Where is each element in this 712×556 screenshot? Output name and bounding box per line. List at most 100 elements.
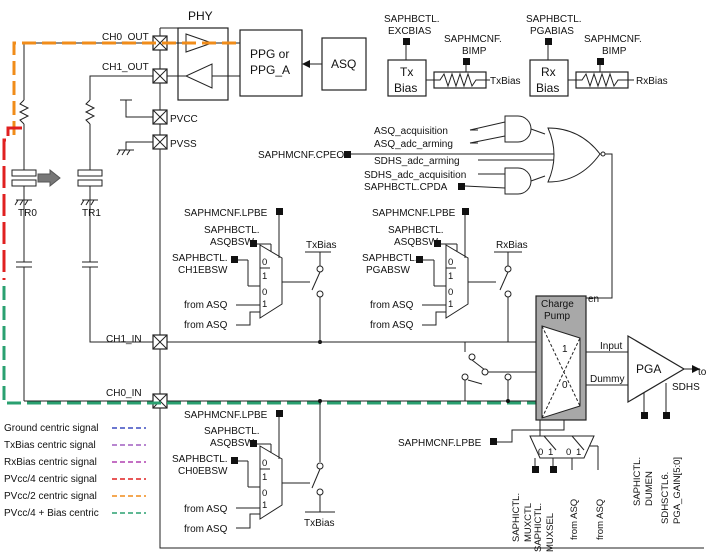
charge-pump-label-1: Charge [541, 299, 574, 310]
svg-text:0: 0 [566, 447, 571, 458]
asqbsw3-reg-1: SAPHBCTL. [204, 426, 260, 437]
ch1ebsw-reg-1: SAPHBCTL. [172, 253, 228, 264]
sdhs-label: SDHS [672, 382, 700, 393]
red-path [2, 126, 22, 280]
dumen-reg-2: DUMEN [644, 471, 655, 506]
pin-pvss: PVSS [116, 134, 197, 156]
ch1ebsw-reg-2: CH1EBSW [178, 265, 228, 276]
tr0-transducer: TR0 [11, 168, 61, 219]
muxctl-reg-2: MUXCTL [523, 503, 534, 542]
muxsel-reg-1: SAPHICTL. [533, 503, 544, 552]
asq-adc-arming-label: ASQ_adc_arming [374, 139, 453, 150]
ppg-label-1: PPG or [250, 47, 289, 61]
pgabsw-reg-1: SAPHBCTL. [362, 253, 418, 264]
ch0-in-label: CH0_IN [106, 388, 142, 399]
bimp-tx-reg-2: BIMP [462, 46, 487, 57]
ch0-out-label: CH0_OUT [102, 32, 149, 43]
svg-text:1: 1 [448, 271, 453, 282]
charge-pump-block: Charge Pump 1 0 Input Dummy [535, 295, 628, 421]
from-asq-1b: from ASQ [184, 320, 228, 331]
cpda-terminal [458, 183, 465, 190]
logic-gates: ASQ_acquisition ASQ_adc_arming SAPHMCNF.… [258, 115, 613, 305]
external-wiring [16, 42, 153, 402]
asqbsw2-reg-1: SAPHBCTL. [388, 225, 444, 236]
svg-text:0: 0 [448, 257, 453, 268]
switch-group-ch1ebsw: SAPHMCNF.LPBE SAPHBCTL. ASQBSW SAPHBCTL.… [172, 208, 337, 344]
svg-text:0: 0 [262, 257, 267, 268]
tx-bias-block: SAPHBCTL. EXCBIAS SAPHMCNF. BIMP Tx Bias… [384, 14, 521, 97]
charge-pump-label-2: Pump [544, 311, 571, 322]
svg-text:1: 1 [262, 271, 267, 282]
pgabias-terminal [545, 38, 552, 45]
from-asq-mux-a: from ASQ [569, 499, 580, 540]
pga-block: PGA to SDHS SAPHICTL. DUMEN SDHSCTL6. PG… [627, 334, 707, 524]
asq-label: ASQ [331, 57, 356, 71]
switch-group-pgabsw: SAPHMCNF.LPBE SAPHBCTL. ASQBSW SAPHBCTL.… [362, 208, 528, 342]
tr0-label: TR0 [18, 208, 37, 219]
dummy-label: Dummy [590, 374, 624, 385]
from-asq-2b: from ASQ [370, 320, 414, 331]
pga-gain-reg-1: SDHSCTL6. [660, 472, 671, 524]
svg-text:0: 0 [262, 458, 267, 469]
pvss-label: PVSS [170, 139, 197, 150]
tx-bias-label-2: Bias [394, 81, 417, 95]
lpbe4-reg: SAPHMCNF.LPBE [398, 438, 482, 449]
input-label: Input [600, 341, 622, 352]
ch1-out-label: CH1_OUT [102, 62, 149, 73]
svg-text:0: 0 [262, 488, 267, 499]
txbias-sw1-label: TxBias [306, 240, 337, 251]
tr1-label: TR1 [82, 208, 101, 219]
ch0ebsw-reg-1: SAPHBCTL. [172, 454, 228, 465]
pgabias-reg-2: PGABIAS [530, 26, 574, 37]
phy-block: PHY [166, 9, 229, 101]
cpeo-reg: SAPHMCNF.CPEO [258, 150, 344, 161]
muxsel-reg-2: MUXSEL [545, 513, 556, 552]
cp-mux-1: 1 [562, 344, 568, 355]
from-asq-mux-b: from ASQ [595, 499, 606, 540]
pgabsw-reg-2: PGABSW [366, 265, 410, 276]
svg-text:1: 1 [262, 472, 267, 483]
lpbe2-reg: SAPHMCNF.LPBE [372, 208, 456, 219]
sdhs-adc-arming-label: SDHS_adc_arming [374, 156, 460, 167]
legend-label-5: PVcc/4 + Bias centric [4, 508, 99, 519]
dumen-reg-1: SAPHICTL. [632, 457, 643, 506]
excbias-reg-1: SAPHBCTL. [384, 14, 440, 25]
wave-arrow-icon [37, 168, 61, 188]
asqbsw2-reg-2: ASQBSW [394, 237, 438, 248]
svg-text:0: 0 [448, 287, 453, 298]
cp-mux-0: 0 [562, 380, 568, 391]
bimp-rx-terminal [597, 58, 604, 65]
pgabias-reg-1: SAPHBCTL. [526, 14, 582, 25]
legend-label-0: Ground centric signal [4, 423, 99, 434]
green-path [2, 286, 536, 405]
bimp-tx-terminal [463, 58, 470, 65]
legend-label-1: TxBias centric signal [4, 440, 96, 451]
bimp-tx-reg-1: SAPHMCNF. [444, 34, 502, 45]
svg-text:1: 1 [576, 447, 581, 458]
ppg-label-2: PPG_A [250, 63, 290, 77]
sdhs-adc-acquisition-label: SDHS_adc_acquisition [364, 170, 466, 181]
from-asq-3a: from ASQ [184, 504, 228, 515]
pin-ch0-out: CH0_OUT [102, 32, 168, 51]
svg-text:1: 1 [262, 500, 267, 511]
legend-label-2: RxBias centric signal [4, 457, 97, 468]
rxbias-sw2-label: RxBias [496, 240, 528, 251]
to-label: to [698, 367, 707, 378]
orange-path [12, 41, 236, 140]
from-asq-3b: from ASQ [184, 524, 228, 535]
legend-label-4: PVcc/2 centric signal [4, 491, 97, 502]
svg-text:1: 1 [448, 299, 453, 310]
input-routing [167, 341, 536, 403]
excbias-reg-2: EXCBIAS [388, 26, 432, 37]
svg-text:1: 1 [262, 299, 267, 310]
asqbsw3-reg-2: ASQBSW [210, 438, 254, 449]
bimp-rx-reg-2: BIMP [602, 46, 627, 57]
rx-bias-label-1: Rx [541, 65, 556, 79]
legend-label-3: PVcc/4 centric signal [4, 474, 97, 485]
cpeo-terminal [344, 151, 351, 158]
asqbsw1-reg-1: SAPHBCTL. [204, 225, 260, 236]
pin-ch1-in: CH1_IN [106, 334, 168, 350]
lpbe1-reg: SAPHMCNF.LPBE [184, 208, 268, 219]
